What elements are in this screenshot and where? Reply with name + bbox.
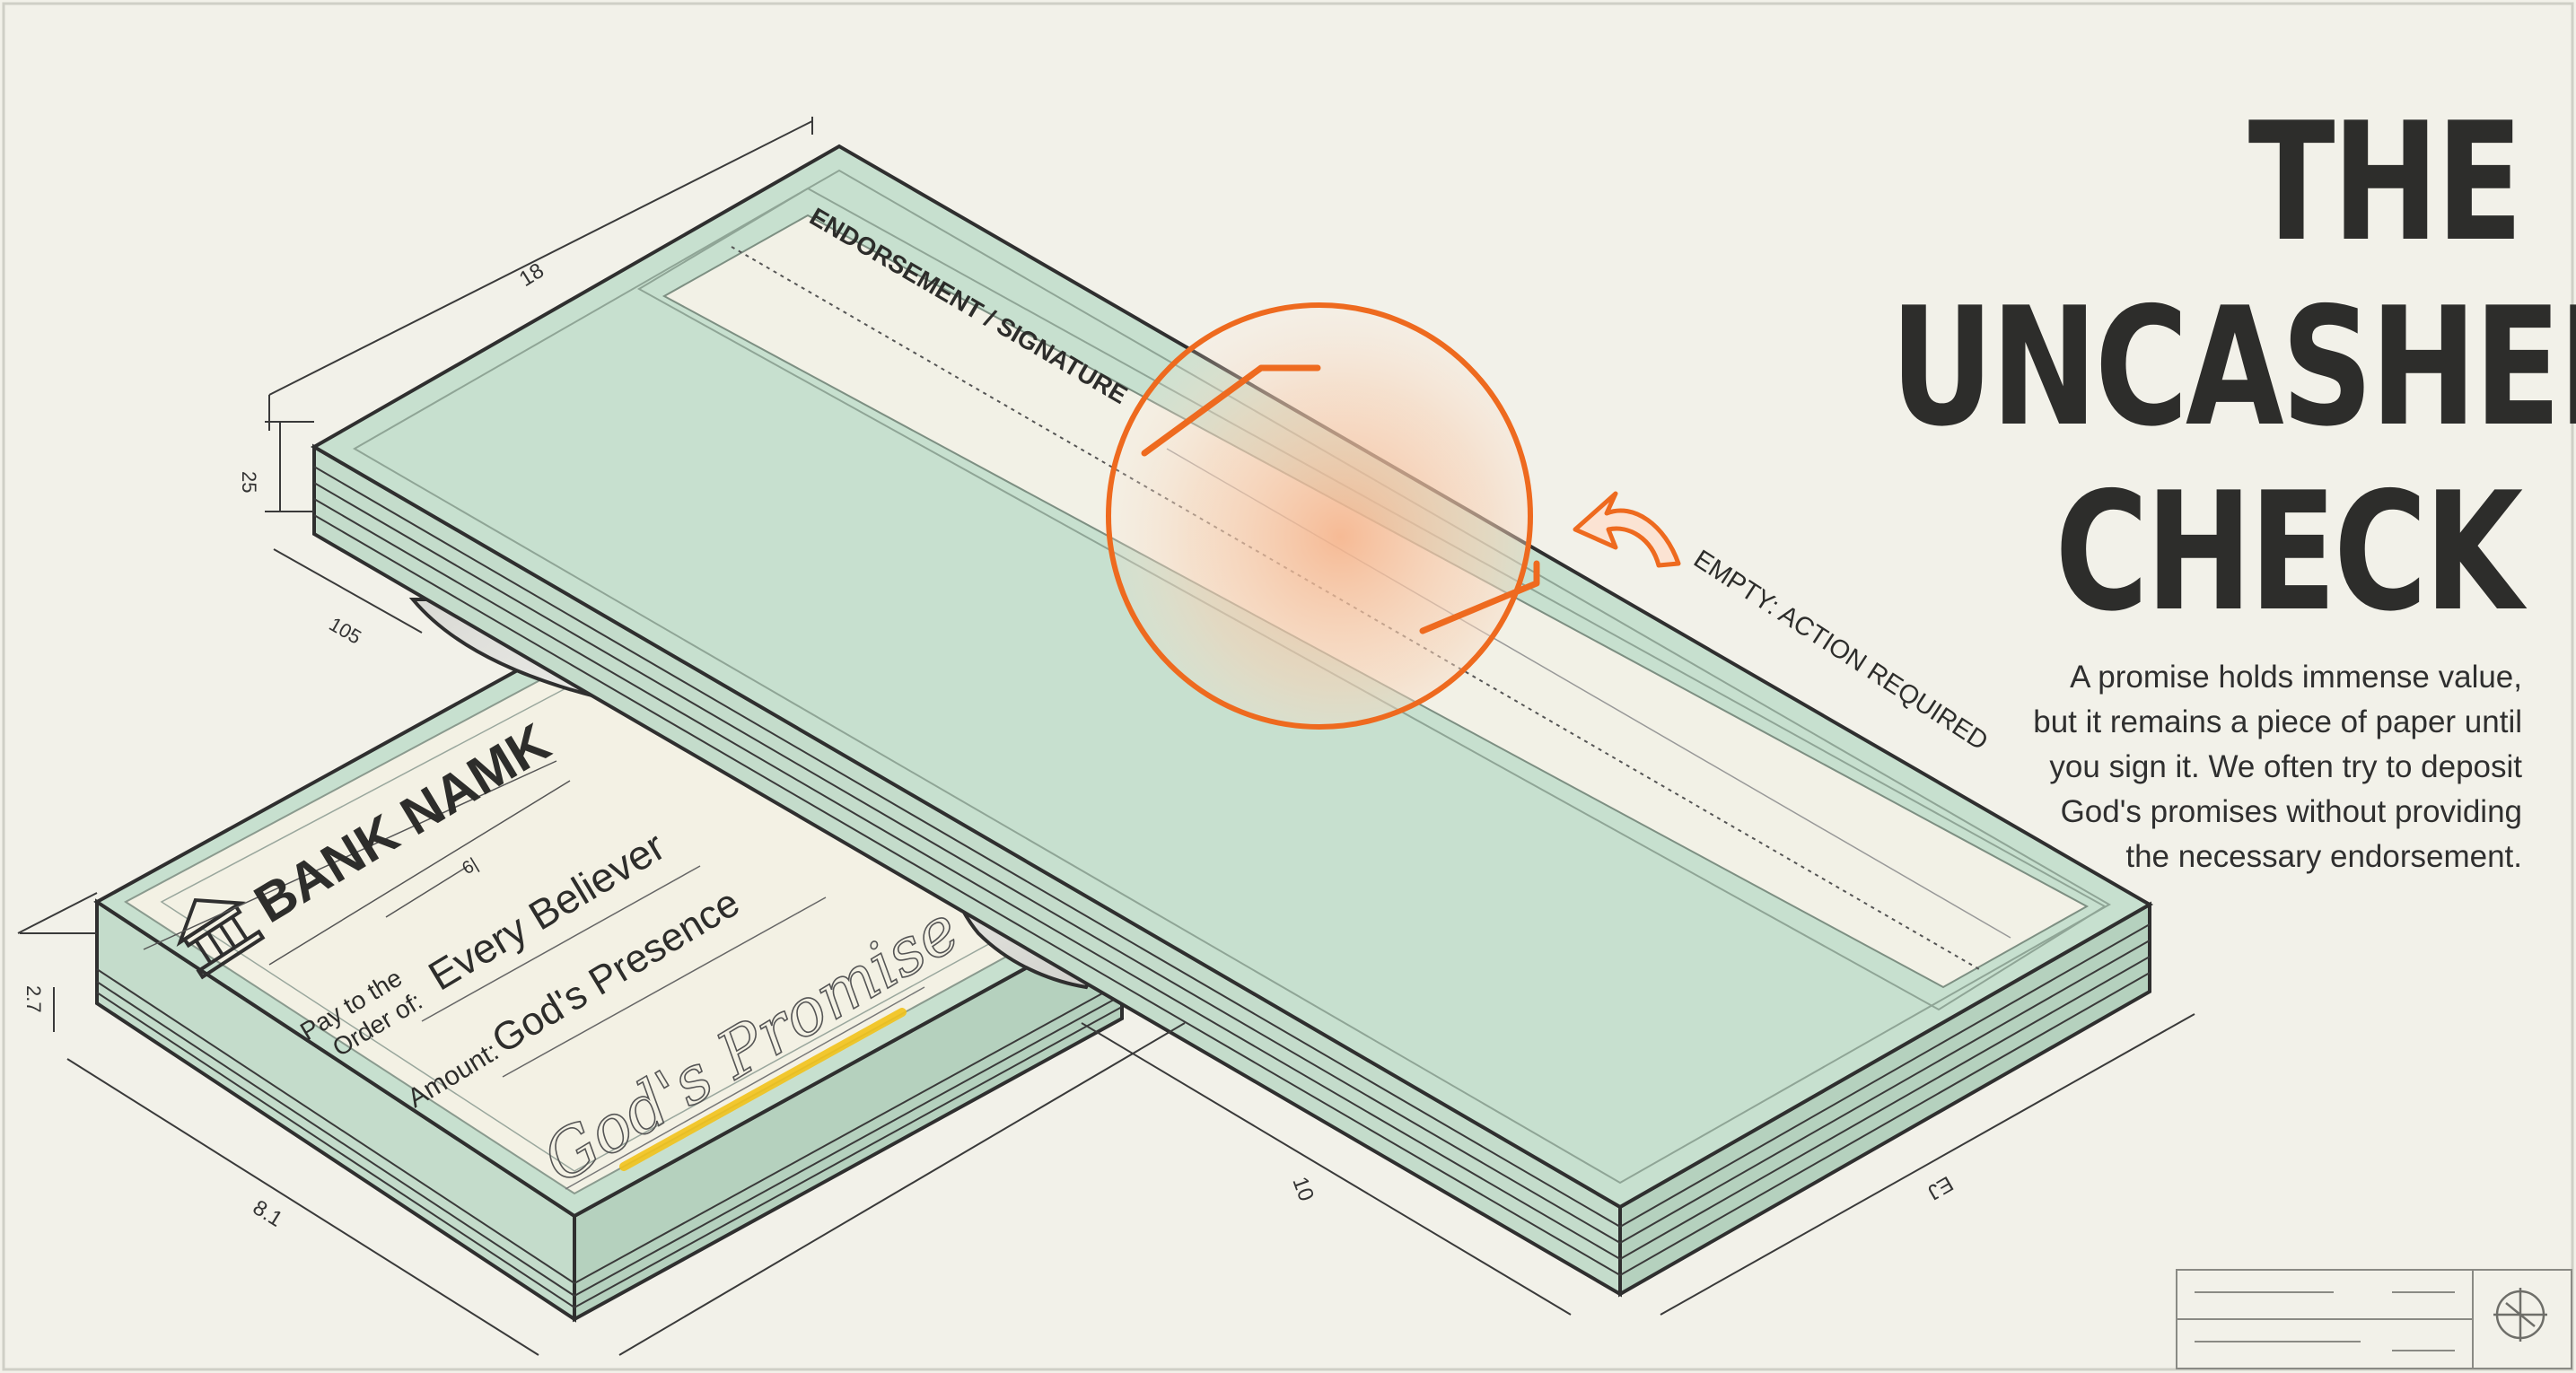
dim-bottom-width: 8.1 <box>249 1195 287 1232</box>
dim-bottom-thickness: 2.7 <box>22 985 45 1013</box>
highlight-circle-glow <box>1108 305 1530 727</box>
dimension-lines <box>17 117 2195 1356</box>
signature-baseline <box>565 986 925 1190</box>
dim-front-width: 10 <box>1287 1174 1319 1204</box>
highlight-circle <box>1106 302 1540 730</box>
callout-arrow <box>1573 491 1681 568</box>
highlight-circle-ring <box>1106 302 1533 730</box>
compass-icon <box>2493 1288 2547 1342</box>
bank-name-guides <box>143 760 571 966</box>
description-text: A promise holds immense value, but it re… <box>2033 660 2522 874</box>
payee-underline <box>421 865 701 1022</box>
title-block: THE UNCASHED CHECK <box>1713 87 2576 647</box>
signature-highlight <box>619 1008 907 1171</box>
endorsement-strip-frame <box>636 187 2107 1011</box>
bank-icon <box>176 897 266 980</box>
dim-top-length: 18 <box>515 258 548 292</box>
top-check-inner-border <box>352 169 2112 1185</box>
bottom-check-page-lines <box>96 968 1123 1308</box>
corner-bracket-top <box>1141 364 1321 457</box>
corner-bracket-bottom <box>1419 560 1540 634</box>
dim-top-thickness: 25 <box>238 471 260 493</box>
title-line-1: THE <box>2247 87 2523 277</box>
dim-right-depth: EJ <box>1923 1171 1958 1204</box>
dim-top-offset: 105 <box>326 613 365 649</box>
title-line-3: CHECK <box>2055 457 2523 647</box>
title-line-2: UNCASHED <box>1890 272 2576 462</box>
top-check-page-lines <box>313 466 2151 1276</box>
drawing-title-block <box>2176 1269 2572 1369</box>
amount-underline <box>502 896 827 1078</box>
